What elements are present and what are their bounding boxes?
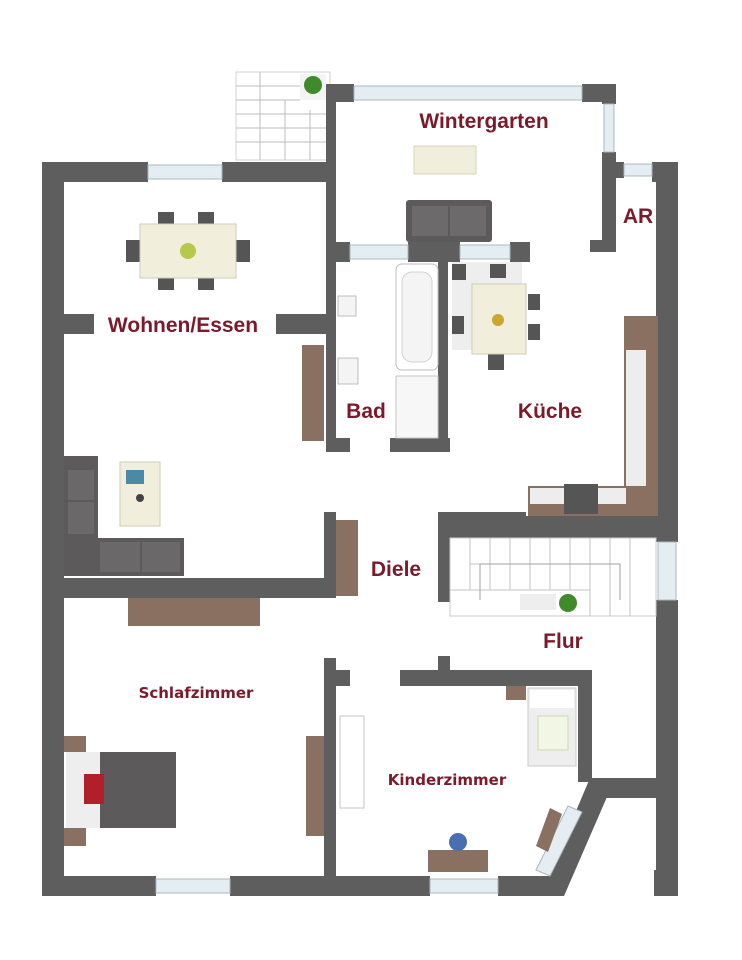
sideboard [302,345,324,441]
plant-icon [559,594,577,612]
kids-room-furniture [339,686,577,872]
toilet [337,295,357,317]
room-label-flur: Flur [543,630,583,653]
wardrobe [339,715,365,809]
room-label-wohnen-essen: Wohnen/Essen [108,314,258,337]
plant-icon [304,76,322,94]
dining-table [126,212,250,290]
sink [337,357,359,385]
wardrobe [306,736,324,836]
room-labels: Wintergarten AR Wohnen/Essen Bad Küche D… [108,110,653,789]
room-label-bad: Bad [346,400,386,423]
staircase [449,537,657,617]
room-label-ar: AR [623,205,653,228]
shower [395,375,439,439]
room-label-diele: Diele [371,558,421,581]
nightstand [64,736,86,752]
room-label-kueche: Küche [518,400,582,423]
centerpiece-icon [492,314,504,326]
shelf [536,808,562,852]
living-furniture [64,345,324,576]
rug [413,145,477,175]
bathroom-fixtures [337,263,439,439]
windows [147,85,677,894]
stove [564,484,598,514]
room-label-schlafzimmer: Schlafzimmer [139,684,254,702]
balcony-stair [235,71,331,161]
hall-cabinet [336,520,358,596]
room-label-kinderzimmer: Kinderzimmer [388,771,507,789]
kitchen-furniture [452,262,658,516]
desk [428,850,488,872]
chair-icon [449,833,467,851]
room-label-wintergarten: Wintergarten [419,110,548,133]
walls [42,84,678,896]
nightstand [506,686,526,700]
nightstand [64,828,86,846]
bedroom-furniture [64,598,324,846]
wintergarten-furniture [406,145,492,242]
dresser [128,598,260,626]
centerpiece-icon [180,243,196,259]
